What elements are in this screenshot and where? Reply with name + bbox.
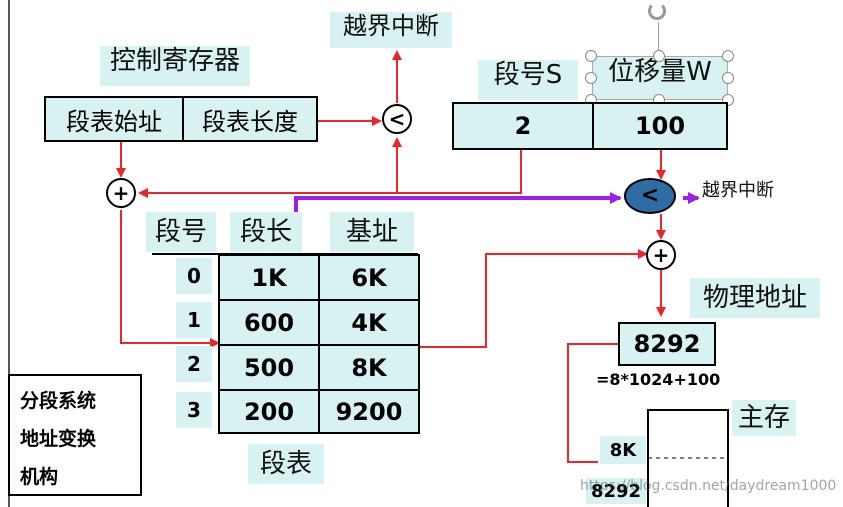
logical-address-box: 2 100 [452, 102, 728, 150]
caption-box: 分段系统 地址变换 机构 [8, 374, 142, 496]
physical-address-value: 8292 [618, 322, 716, 366]
segment-table-caption: 段表 [248, 444, 324, 484]
seg-no-value: 2 [454, 104, 594, 148]
row-len-1: 600 [243, 308, 295, 337]
base-to-adder-line [420, 249, 648, 348]
left-border [8, 0, 10, 507]
segno-to-adder-line [138, 150, 522, 198]
overflow-label-top: 越界中断 [330, 12, 452, 48]
main-memory-label: 主存 [732, 400, 796, 436]
row-no-0: 0 [176, 258, 212, 294]
row-len-3: 200 [243, 397, 295, 426]
seg-table-start-cell: 段表始址 [46, 98, 184, 140]
col-seg-len-header: 段长 [230, 212, 302, 252]
offset-value: 100 [634, 112, 686, 140]
phys-to-memory-line [567, 343, 618, 463]
caption-line-1: 分段系统 [20, 390, 97, 412]
table-row-divider [220, 344, 418, 346]
row-len-2: 500 [243, 353, 295, 382]
selection-handle-tr[interactable] [722, 50, 734, 62]
compare-circle-right: < [624, 178, 676, 214]
compare-circle-top: < [382, 104, 412, 134]
memory-8k-label: 8K [600, 436, 646, 464]
adder-circle-right: + [646, 240, 676, 270]
overflow-label-right: 越界中断 [702, 180, 774, 201]
seg-table-length-cell: 段表长度 [202, 107, 298, 136]
caption-line-3: 机构 [20, 466, 59, 488]
col-seg-no-header: 段号 [146, 212, 216, 252]
control-register-box: 段表始址 段表长度 [44, 96, 318, 142]
row-len-0: 1K [251, 263, 287, 292]
adder-circle-left: + [106, 178, 136, 208]
control-register-label: 控制寄存器 [100, 46, 250, 86]
memory-8292-label: 8292 [586, 478, 646, 504]
row-base-0: 6K [351, 263, 387, 292]
adder-to-row-line [120, 210, 220, 348]
col-base-header: 基址 [330, 212, 414, 252]
watermark: https://blog.csdn.net/daydream1000 [580, 478, 837, 494]
selection-handle-ml[interactable] [585, 72, 597, 84]
physical-address-label: 物理地址 [690, 278, 820, 318]
physical-address-formula: =8*1024+100 [596, 370, 721, 389]
row-no-1: 1 [176, 302, 212, 338]
rotate-handle-icon[interactable] [648, 2, 666, 20]
selection-handle-tm[interactable] [653, 50, 665, 62]
rotate-handle-stem [658, 22, 659, 50]
caption-line-2: 地址变换 [20, 428, 97, 450]
selection-handle-tl[interactable] [585, 50, 597, 62]
segment-table: 1K 6K 600 4K 500 8K 200 9200 [218, 254, 420, 434]
row-base-1: 4K [351, 308, 387, 337]
selection-handle-mr[interactable] [722, 72, 734, 84]
seg-no-header: 段号S [478, 60, 578, 100]
row-base-2: 8K [351, 353, 387, 382]
row-base-3: 9200 [335, 397, 403, 426]
row-no-3: 3 [176, 392, 212, 428]
table-row-divider [220, 389, 418, 391]
table-row-divider [220, 299, 418, 301]
row-no-2: 2 [176, 346, 212, 382]
